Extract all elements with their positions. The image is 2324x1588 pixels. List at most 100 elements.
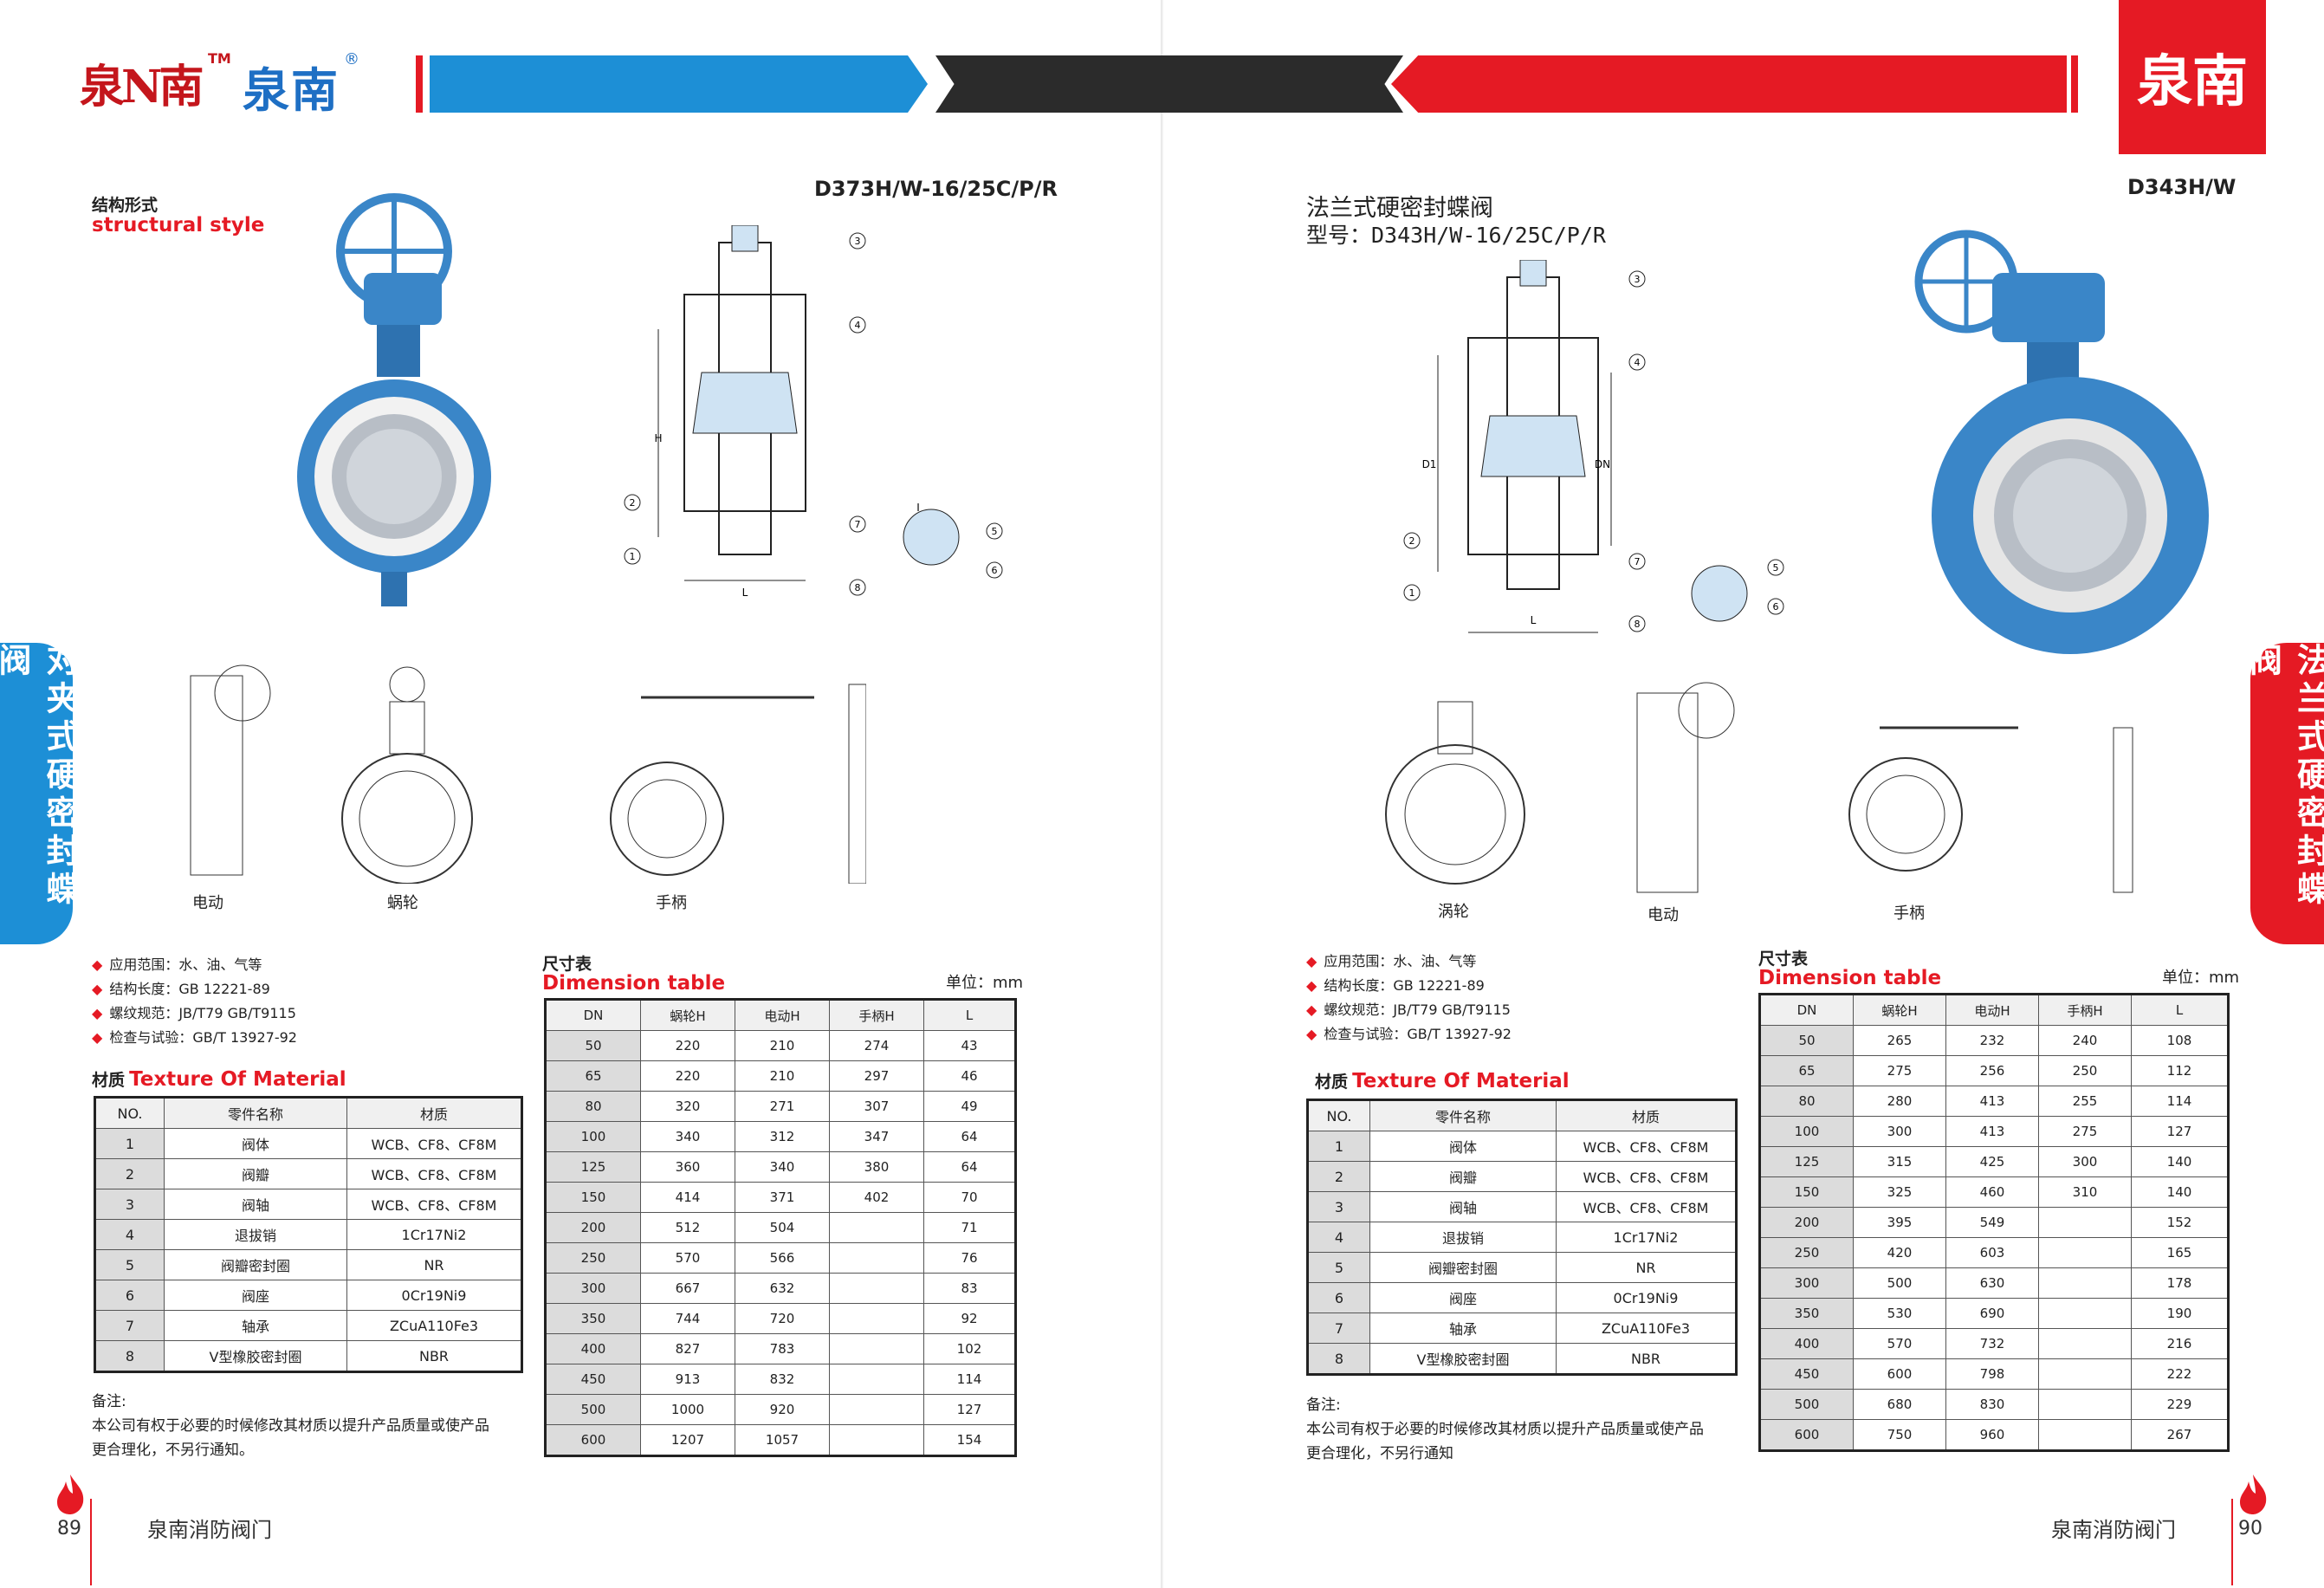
table-cell: 阀瓣密封圈 [1369, 1252, 1557, 1283]
table-cell: 125 [545, 1151, 641, 1183]
table-cell: 680 [1853, 1389, 1946, 1420]
table-cell: V型橡胶密封圈 [164, 1340, 347, 1372]
table-cell: 240 [2038, 1025, 2132, 1056]
spec-item: ◆螺纹规范：JB/T79 GB/T9115 [1306, 1001, 1511, 1018]
page-bar-right [2231, 1499, 2233, 1585]
table-cell: 165 [2131, 1237, 2229, 1268]
table-cell: 360 [640, 1151, 735, 1183]
structure-heading-en: structural style [92, 214, 265, 237]
table-cell: 210 [735, 1060, 830, 1092]
table-cell: 265 [1853, 1025, 1946, 1056]
table-cell: 退拔销 [164, 1219, 347, 1250]
callout-1: 1 [1409, 587, 1415, 599]
table-cell: 512 [640, 1212, 735, 1243]
table-cell: 250 [2038, 1055, 2132, 1086]
table-cell [2038, 1328, 2132, 1359]
table-cell: 420 [1853, 1237, 1946, 1268]
callout-5: 5 [992, 526, 998, 537]
table-cell: 8 [1307, 1343, 1370, 1375]
table-cell: 222 [2131, 1358, 2229, 1390]
table-cell [829, 1273, 924, 1304]
table-cell: 402 [829, 1182, 924, 1213]
table-cell: 315 [1853, 1146, 1946, 1177]
callout-7: 7 [855, 519, 861, 530]
header-stripe-red-left [416, 55, 423, 113]
table-cell: 600 [1759, 1419, 1854, 1451]
table-cell: 0Cr19Ni9 [346, 1280, 522, 1311]
table-cell: NR [346, 1249, 522, 1280]
table-cell: 425 [1945, 1146, 2039, 1177]
table-cell: 64 [923, 1121, 1016, 1152]
table-cell: 2 [94, 1158, 165, 1189]
table-cell: 1Cr17Ni2 [346, 1219, 522, 1250]
table-cell: 347 [829, 1121, 924, 1152]
dim-label-i: I [916, 502, 920, 514]
table-cell: 114 [2131, 1086, 2229, 1117]
table-cell: 4 [1307, 1222, 1370, 1253]
callout-5: 5 [1773, 562, 1779, 574]
table-cell: 300 [2038, 1146, 2132, 1177]
table-cell: 114 [923, 1364, 1016, 1395]
table-cell: 1 [94, 1128, 165, 1159]
dim-heading-en-right: Dimension table [1758, 967, 1942, 989]
header-stripe-blue [430, 55, 928, 113]
table-cell: 630 [1945, 1267, 2039, 1299]
caption-worm-right: 涡轮 [1438, 903, 1469, 921]
callout-6: 6 [1773, 601, 1779, 613]
material-heading-left: 材质 Texture Of Material [92, 1068, 346, 1091]
table-cell: 400 [1759, 1328, 1854, 1359]
table-header-row: NO. 零件名称 材质 [94, 1097, 522, 1129]
operator-views-left [190, 664, 866, 884]
table-cell: 2 [1307, 1161, 1370, 1192]
table-cell: 1Cr17Ni2 [1556, 1222, 1737, 1253]
table-cell [2038, 1207, 2132, 1238]
spec-item: ◆结构长度：GB 12221-89 [1306, 977, 1485, 994]
table-cell: 127 [2131, 1116, 2229, 1147]
callout-7: 7 [1635, 556, 1641, 567]
section-drawing-right: D1 DN L 3 4 2 1 7 8 5 6 [1403, 260, 1784, 633]
table-cell: 274 [829, 1030, 924, 1061]
table-cell: 83 [923, 1273, 1016, 1304]
table-cell: 566 [735, 1242, 830, 1274]
model-code-left: D373H/W-16/25C/P/R [814, 177, 1058, 201]
page-number-left: 89 [57, 1518, 81, 1539]
table-cell: 80 [1759, 1086, 1854, 1117]
flanged-valve-photo [1914, 230, 2209, 654]
table-cell: 232 [1945, 1025, 2039, 1056]
table-cell: 603 [1945, 1237, 2039, 1268]
table-cell: 150 [1759, 1176, 1854, 1208]
dim-heading-cn-left: 尺寸表 [542, 955, 592, 974]
table-cell: 256 [1945, 1055, 2039, 1086]
table-cell [2038, 1389, 2132, 1420]
table-cell: 310 [2038, 1176, 2132, 1208]
flame-icon [57, 1475, 84, 1514]
callout-3: 3 [1635, 274, 1641, 285]
table-cell: 267 [2131, 1419, 2229, 1451]
table-cell: 1 [1307, 1131, 1370, 1162]
model-line-right: 型号：D343H/W-16/25C/P/R [1306, 223, 1606, 248]
table-cell: 600 [1853, 1358, 1946, 1390]
note-right: 备注: 本公司有权于必要的时候修改其材质以提升产品质量或使产品 更合理化，不另行… [1306, 1397, 1704, 1462]
table-cell: 阀瓣 [1369, 1161, 1557, 1192]
structure-heading-cn: 结构形式 [92, 196, 159, 215]
table-cell: 350 [1759, 1298, 1854, 1329]
table-cell: 200 [1759, 1207, 1854, 1238]
callout-4: 4 [1635, 357, 1641, 368]
